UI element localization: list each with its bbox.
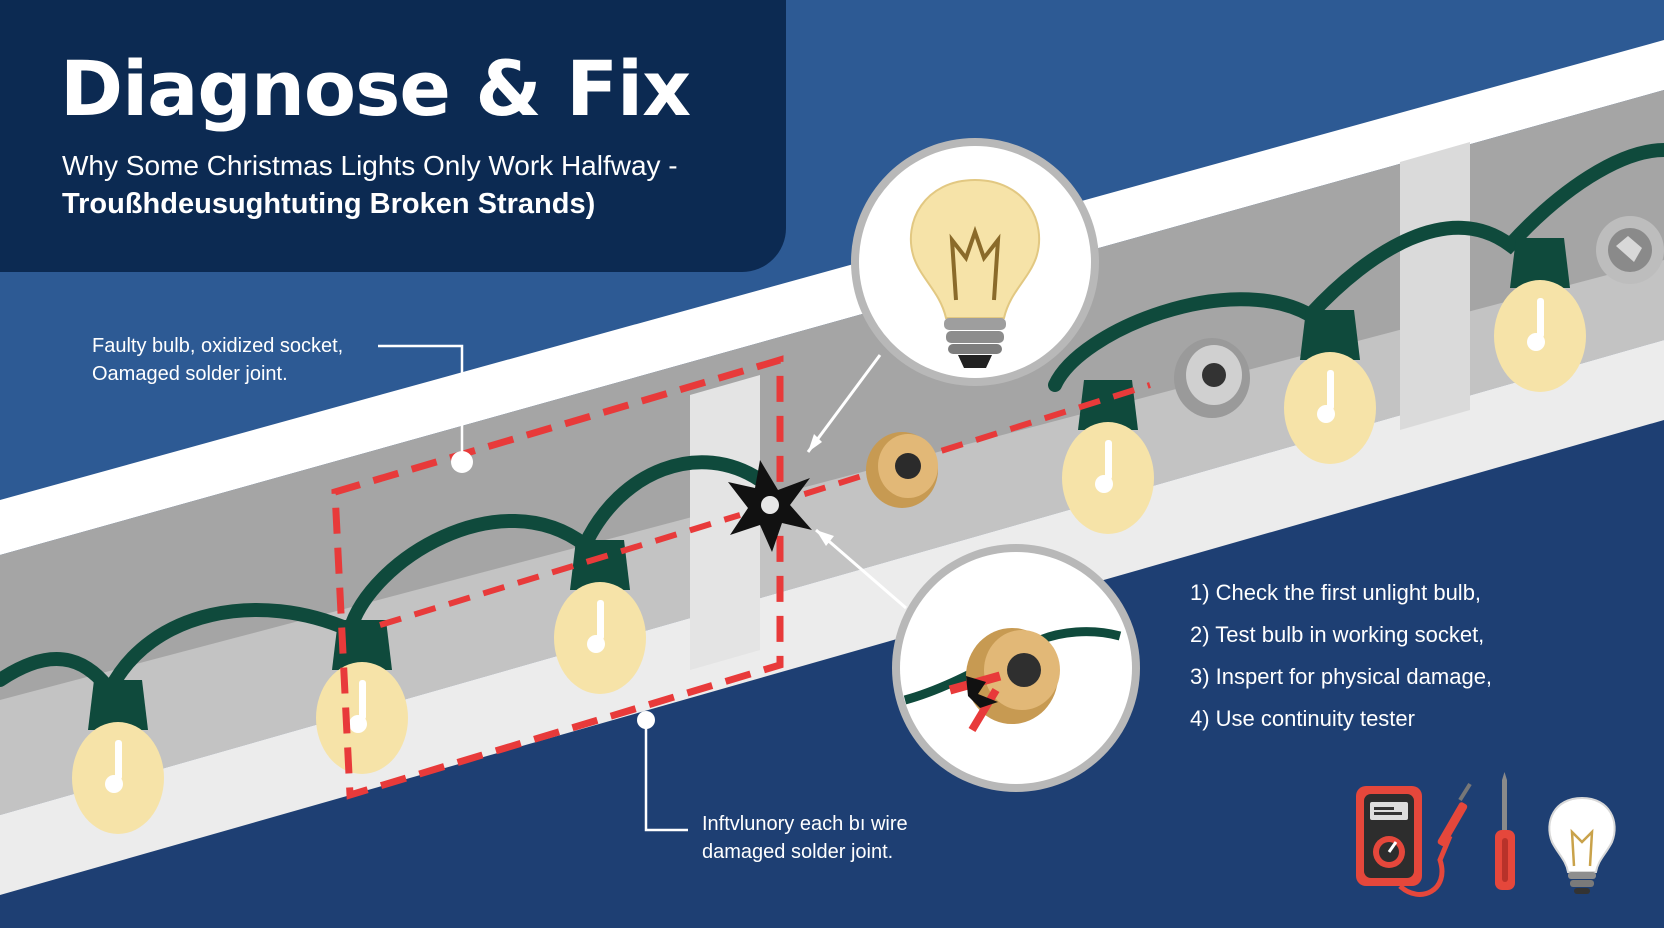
lightbulb-zoom-icon	[851, 138, 1099, 386]
bulb-string	[72, 238, 1586, 834]
gutter-top-edge	[0, 40, 1664, 555]
string-bulb	[72, 680, 164, 834]
step-1: 1) Check the first unlight bulb,	[1190, 580, 1482, 605]
callout-wire-damage: Inftvlunory each bı wire damaged solder …	[702, 810, 908, 866]
fault-zone-outline	[331, 355, 784, 800]
callout-bottom-line-2: damaged solder joint.	[702, 841, 894, 863]
callout-faulty-bulb: Faulty bulb, oxidized socket, Oamaged so…	[92, 332, 343, 388]
callout-bottom-line-1: Inftvlunory each bı wire	[702, 813, 908, 835]
broken-joint-icon	[728, 460, 812, 552]
socket-zoom-icon	[892, 544, 1140, 792]
page-title: Diagnose & Fix	[60, 44, 691, 133]
callout-top-line-2: Oamaged solder joint.	[92, 363, 288, 385]
socket-gray	[1174, 338, 1250, 418]
socket-gold	[866, 432, 938, 508]
probe-icon	[1398, 782, 1472, 897]
lightbulb-icon	[1548, 796, 1616, 894]
string-bulb	[554, 540, 646, 694]
callout-top-line-1: Faulty bulb, oxidized socket,	[92, 335, 344, 357]
string-bulb	[1494, 238, 1586, 392]
subtitle-line-2: Troußhdeusughtuting Broken Strands)	[62, 188, 596, 220]
step-4: 4) Use continuity tester	[1190, 706, 1415, 731]
socket-damaged	[1596, 216, 1664, 284]
divider-panel	[690, 375, 760, 670]
title-panel: Diagnose & Fix Why Some Christmas Lights…	[0, 0, 786, 272]
string-bulb	[1284, 310, 1376, 464]
troubleshooting-steps: 1) Check the first unlight bulb, 2) Test…	[1190, 572, 1492, 740]
multimeter-icon	[1356, 786, 1422, 886]
step-3: 3) Inspert for physical damage,	[1190, 664, 1493, 689]
fault-path-dashed	[379, 382, 1151, 628]
subtitle-line-1: Why Some Christmas Lights Only Work Half…	[62, 150, 678, 181]
screwdriver-icon	[1495, 772, 1515, 890]
step-2: 2) Test bulb in working socket,	[1190, 622, 1485, 647]
string-bulb	[316, 620, 408, 774]
gutter-lip	[0, 340, 1664, 895]
